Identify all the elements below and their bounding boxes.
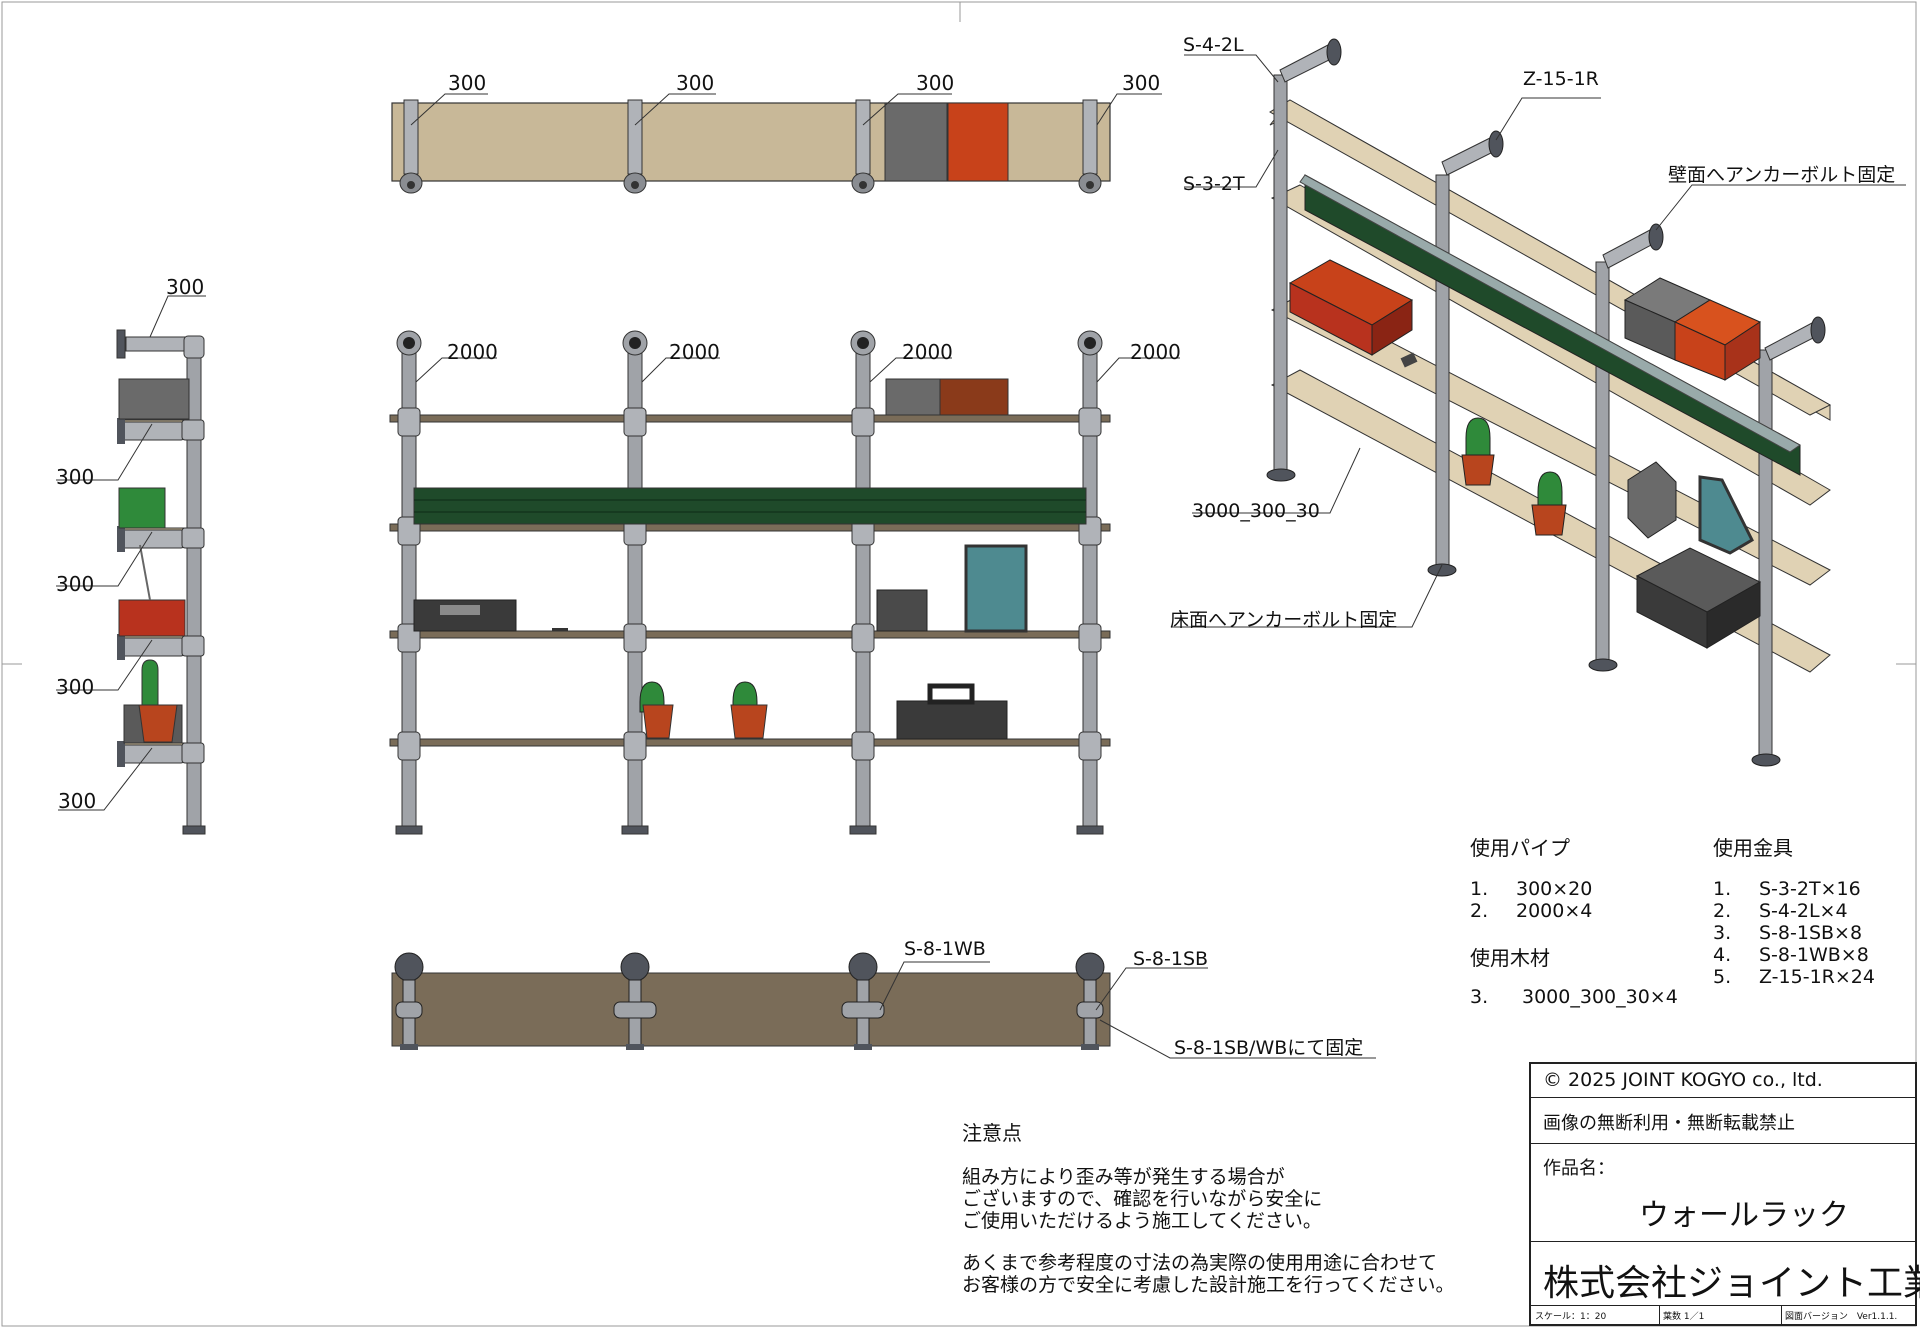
top-view-gray-box xyxy=(884,102,948,182)
front-view-cactus-2 xyxy=(730,681,768,739)
top-view: 300 300 300 300 xyxy=(391,71,1162,194)
front-view-frame xyxy=(964,544,1028,633)
sheets-text: 葉数 1／1 xyxy=(1663,1312,1705,1322)
iso-phone xyxy=(1400,352,1418,368)
side-view: 300 300 300 300 300 xyxy=(56,275,206,835)
front-view-uprights xyxy=(401,349,1098,831)
top-pipe-1 xyxy=(399,99,423,194)
notes-title: 注意点 xyxy=(962,1121,1022,1145)
side-dim-3: 300 xyxy=(56,675,94,699)
company-name: 株式会社ジョイント工業 xyxy=(1543,1263,1920,1304)
front-view-flanges xyxy=(396,330,1103,356)
front-view: 2000 2000 2000 2000 xyxy=(389,330,1181,835)
top-dim-1: 300 xyxy=(448,71,486,95)
fittings-item-3: 3.S-8-1SB×8 xyxy=(1713,922,1863,944)
iso-frame xyxy=(1698,475,1754,555)
fittings-item-2: 2.S-4-2L×4 xyxy=(1713,900,1848,922)
top-dim-4: 300 xyxy=(1122,71,1160,95)
wood-title: 使用木材 xyxy=(1470,946,1550,970)
iso-part-elbow: S-4-2L xyxy=(1183,34,1244,56)
fittings-title: 使用金具 xyxy=(1713,836,1793,860)
bottom-part-wb: S-8-1WB xyxy=(904,938,986,960)
version-text: 図面バージョン Ver1.1.1. xyxy=(1785,1312,1898,1322)
side-dim-2: 300 xyxy=(56,572,94,596)
front-view-cd-stack xyxy=(876,589,928,632)
fittings-item-1: 1.S-3-2T×16 xyxy=(1713,878,1861,900)
iso-toolbox xyxy=(1635,547,1762,649)
side-view-radio xyxy=(118,599,186,637)
wood-item-1: 3.3000_300_30×4 xyxy=(1470,986,1678,1008)
front-view-phone xyxy=(552,628,568,631)
iso-shelf-board: 3000_300_30 xyxy=(1192,500,1320,522)
notes-para1-line2: ございますので、確認を行いながら安全に xyxy=(962,1188,1323,1210)
side-dim-top: 300 xyxy=(166,275,204,299)
front-dim-3: 2000 xyxy=(902,340,953,364)
bottom-part-sb: S-8-1SB xyxy=(1133,948,1208,970)
top-view-pipes xyxy=(399,99,1102,194)
bottom-view-board xyxy=(391,972,1111,1047)
top-pipe-2 xyxy=(623,99,647,194)
front-dim-1: 2000 xyxy=(447,340,498,364)
top-view-orange-box xyxy=(947,102,1009,182)
restriction-text: 画像の無断利用・無断転載禁止 xyxy=(1543,1113,1795,1134)
bottom-view: S-8-1WB S-8-1SB S-8-1SB/WBにて固定 xyxy=(391,938,1376,1059)
work-name: ウォールラック xyxy=(1639,1198,1849,1233)
front-dim-2: 2000 xyxy=(669,340,720,364)
scale-text: スケール：1：20 xyxy=(1535,1312,1607,1322)
iso-wall-note: 壁面へアンカーボルト固定 xyxy=(1668,164,1895,186)
side-dim-1: 300 xyxy=(56,465,94,489)
pipes-item-1: 1.300×20 xyxy=(1470,878,1593,900)
iso-cd-stack xyxy=(1627,461,1677,539)
front-view-gray-box xyxy=(885,378,941,416)
notes-para1-line1: 組み方により歪み等が発生する場合が xyxy=(962,1166,1285,1188)
top-dim-3: 300 xyxy=(916,71,954,95)
iso-radio xyxy=(1288,259,1414,356)
iso-boxes xyxy=(1623,277,1762,381)
front-view-shelves xyxy=(389,414,1111,747)
top-view-leaders xyxy=(410,93,1162,126)
iso-part-flange: Z-15-1R xyxy=(1523,68,1599,90)
pipes-title: 使用パイプ xyxy=(1470,836,1570,860)
notes-para2-line1: あくまで参考程度の寸法の為実際の使用用途に合わせて xyxy=(962,1252,1438,1274)
front-view-cactus-1 xyxy=(639,681,674,739)
side-dim-4: 300 xyxy=(58,789,96,813)
front-view-radio xyxy=(413,599,517,632)
top-pipe-4 xyxy=(1078,99,1102,194)
front-view-cd-row xyxy=(413,487,1087,525)
copyright-text: © 2025 JOINT KOGYO co., ltd. xyxy=(1543,1069,1823,1091)
side-view-box xyxy=(118,378,190,420)
front-view-orange-box xyxy=(939,378,1009,416)
bottom-fix-note: S-8-1SB/WBにて固定 xyxy=(1174,1037,1363,1059)
notes-para1-line3: ご使用いただけるよう施工してください。 xyxy=(962,1210,1322,1232)
front-dim-4: 2000 xyxy=(1130,340,1181,364)
notes-para2-line2: お客様の方で安全に考慮した設計施工を行ってください。 xyxy=(962,1274,1455,1296)
side-view-cactus xyxy=(141,659,159,711)
front-view-toolbox xyxy=(896,683,1008,740)
work-name-label: 作品名： xyxy=(1543,1158,1615,1179)
iso-cacti xyxy=(1461,417,1567,536)
fittings-item-5: 5.Z-15-1R×24 xyxy=(1713,966,1875,988)
top-dim-2: 300 xyxy=(676,71,714,95)
pipes-item-2: 2.2000×4 xyxy=(1470,900,1593,922)
title-block: © 2025 JOINT KOGYO co., ltd. 画像の無断利用・無断転… xyxy=(1529,1062,1920,1326)
side-view-cds xyxy=(118,487,166,529)
fittings-item-4: 4.S-8-1WB×8 xyxy=(1713,944,1869,966)
iso-part-tee: S-3-2T xyxy=(1183,173,1245,195)
bottom-view-brackets xyxy=(395,1001,1104,1019)
top-pipe-3 xyxy=(851,99,875,194)
iso-wall-arms xyxy=(1279,44,1818,361)
iso-floor-note: 床面へアンカーボルト固定 xyxy=(1170,609,1397,631)
iso-view: S-4-2L S-3-2T Z-15-1R 壁面へアンカーボルト固定 3000_… xyxy=(1170,34,1906,767)
